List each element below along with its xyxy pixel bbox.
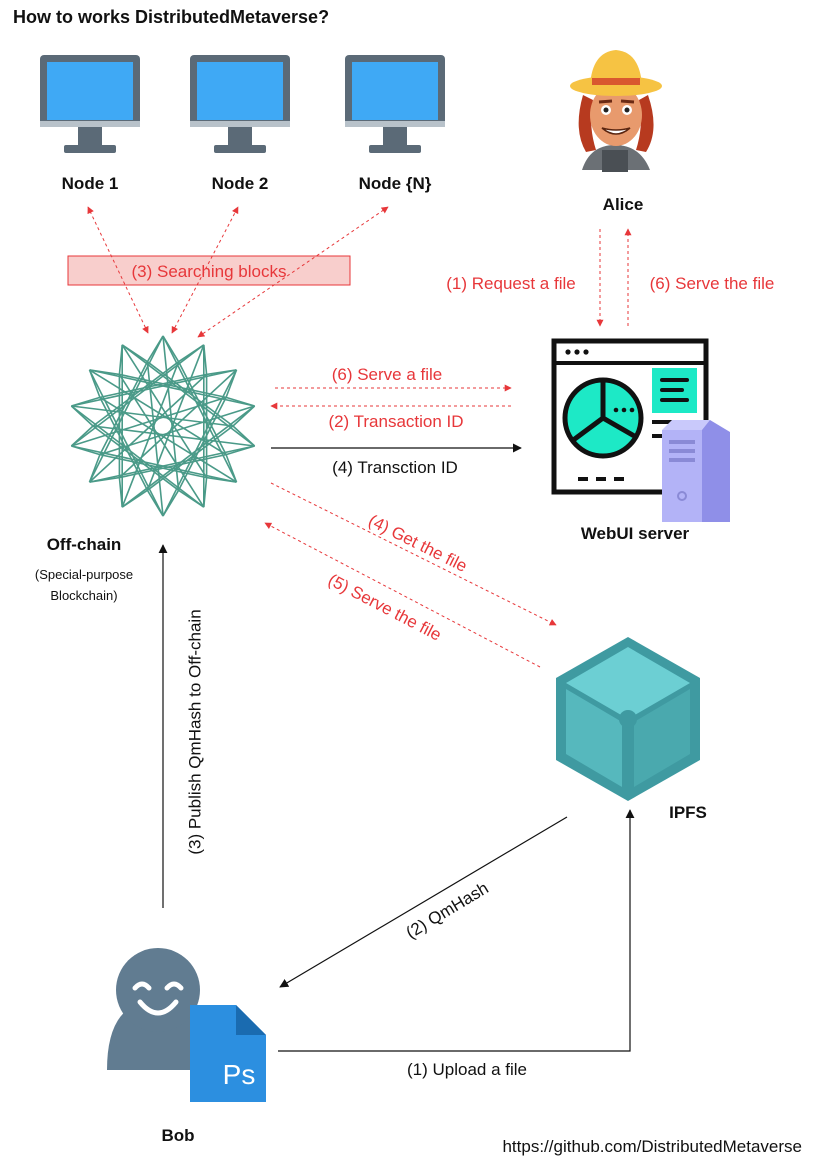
- label-request-file: (1) Request a file: [446, 274, 575, 293]
- label-publish-qmhash: (3) Publish QmHash to Off-chain: [185, 609, 204, 854]
- label-serve-the-file-alice: (6) Serve the file: [650, 274, 775, 293]
- bob-avatar-icon: [107, 948, 209, 1070]
- diagram-title: How to works DistributedMetaverse?: [13, 7, 329, 27]
- label-transaction-id: (2) Transaction ID: [328, 412, 463, 431]
- offchain-subtitle-2: Blockchain): [50, 588, 117, 603]
- node-1-monitor-icon: [40, 55, 140, 153]
- label-transction-id: (4) Transction ID: [332, 458, 458, 477]
- node-n-monitor-icon: [345, 55, 445, 153]
- edge-upload-file: [278, 809, 635, 1052]
- alice-avatar-icon: [570, 50, 662, 172]
- webui-server-label: WebUI server: [581, 524, 690, 543]
- webui-server-icon: [551, 338, 730, 522]
- offchain-subtitle-1: (Special-purpose: [35, 567, 133, 582]
- ipfs-cube-icon: [556, 637, 700, 801]
- alice-label: Alice: [603, 195, 644, 214]
- edge-get-the-file: [270, 482, 557, 626]
- edge-offchain-to-noden: [197, 206, 389, 338]
- label-serve-a-file: (6) Serve a file: [332, 365, 443, 384]
- label-searching-blocks: (3) Searching blocks: [132, 262, 287, 281]
- ipfs-label: IPFS: [669, 803, 707, 822]
- footer-url: https://github.com/DistributedMetaverse: [502, 1137, 802, 1156]
- node-2-label: Node 2: [212, 174, 269, 193]
- edge-offchain-to-node1: [87, 206, 149, 334]
- node-2-monitor-icon: [190, 55, 290, 153]
- label-upload-file: (1) Upload a file: [407, 1060, 527, 1079]
- bob-label: Bob: [161, 1126, 194, 1145]
- offchain-network-icon: [70, 335, 256, 517]
- photoshop-badge-text: Ps: [223, 1059, 256, 1090]
- label-get-the-file: (4) Get the file: [365, 511, 470, 576]
- edge-serve-the-file-ipfs: [264, 522, 541, 668]
- edge-qmhash: [279, 816, 568, 988]
- node-1-label: Node 1: [62, 174, 119, 193]
- offchain-title: Off-chain: [47, 535, 122, 554]
- photoshop-file-icon: [190, 1005, 266, 1102]
- node-n-label: Node {N}: [359, 174, 432, 193]
